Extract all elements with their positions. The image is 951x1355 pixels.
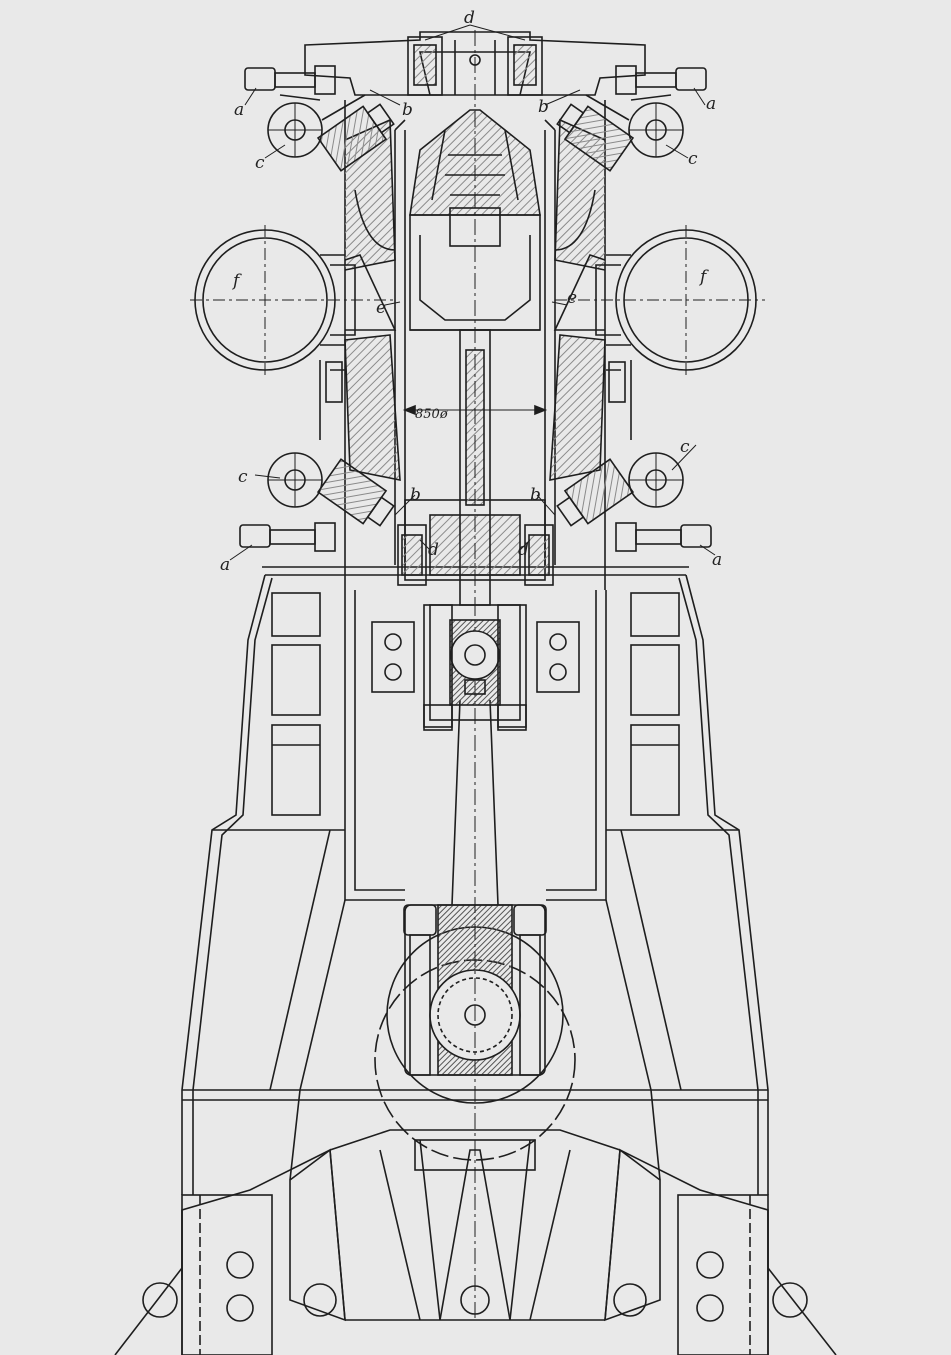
leader-lines xyxy=(229,24,716,561)
manifold-right xyxy=(555,225,765,375)
crosshead xyxy=(423,604,527,731)
label-e-right: e xyxy=(567,288,577,308)
label-c-bottom-right: c xyxy=(680,437,690,457)
label-a-bottom-left: a xyxy=(220,555,230,575)
label-f-left: f xyxy=(231,271,242,291)
base-frame xyxy=(114,1129,837,1355)
label-c-bottom-left: c xyxy=(238,467,248,487)
label-c-top-left: c xyxy=(255,153,265,173)
label-d-bottom-right: d xyxy=(518,540,529,560)
valve-group-bottom-left xyxy=(239,360,395,552)
dimension-850: 850ø xyxy=(415,407,448,422)
label-d-bottom-left: d xyxy=(428,540,439,560)
label-f-right: f xyxy=(698,267,709,287)
valve-group-top-right xyxy=(556,65,707,172)
label-a-bottom-right: a xyxy=(712,550,722,570)
label-b-bottom-left: b xyxy=(410,485,421,505)
valve-group-bottom-right xyxy=(556,360,712,552)
part-labels: d a a b b c c f f e e 850ø c c b b d d a… xyxy=(220,8,722,575)
label-b-top-left: b xyxy=(402,100,413,120)
manifold-left xyxy=(190,225,395,375)
label-a-top-left: a xyxy=(234,100,244,120)
label-b-top-right: b xyxy=(538,97,549,117)
label-d-top: d xyxy=(464,8,475,28)
label-c-top-right: c xyxy=(688,149,698,169)
label-b-bottom-right: b xyxy=(530,485,541,505)
label-e-left: e xyxy=(376,298,386,318)
label-a-top-right: a xyxy=(706,94,716,114)
valve-group-top-left xyxy=(244,65,395,172)
a-frame-columns xyxy=(181,566,769,1195)
